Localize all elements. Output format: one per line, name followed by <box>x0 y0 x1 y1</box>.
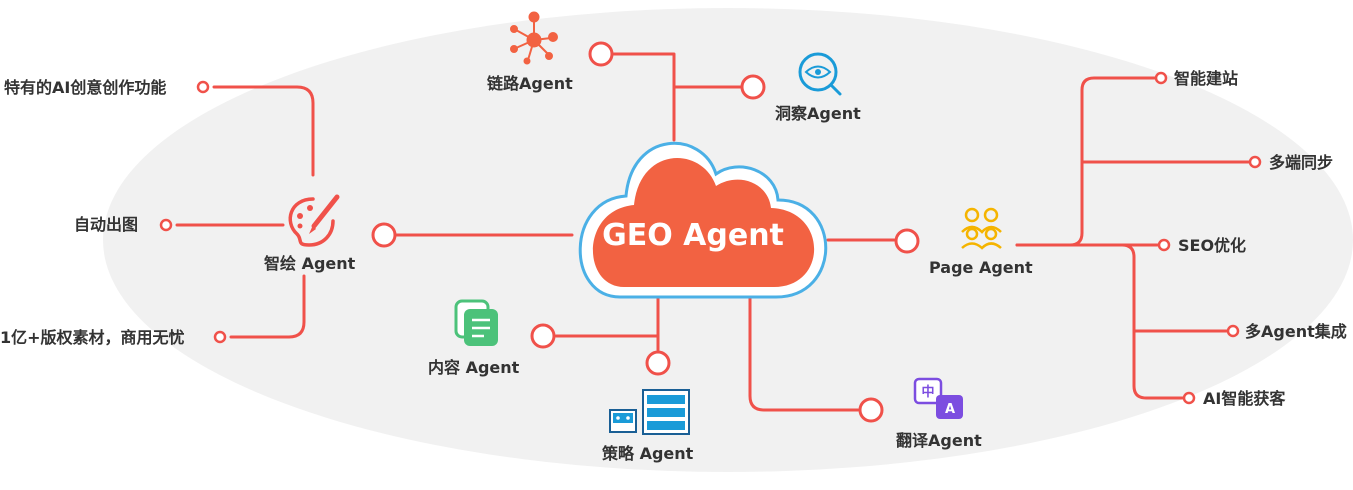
network-nodes-icon <box>510 11 558 65</box>
document-copy-icon <box>454 299 498 346</box>
agent-label-fanyi: 翻译Agent <box>896 431 982 450</box>
node-dot-zhihui-feature-2 <box>159 218 173 232</box>
connector-zhihui-feature-3 <box>229 274 306 339</box>
server-strategy-icon <box>609 389 690 435</box>
node-circle-lianlu <box>588 41 614 67</box>
cloud-icon <box>578 141 828 299</box>
agent-label-zhihui: 智绘 Agent <box>264 254 356 273</box>
node-circle-page <box>894 228 920 254</box>
page-feature-3: SEO优化 <box>1178 236 1247 255</box>
zhihui-feature-1: 特有的AI创意创作功能 <box>4 78 167 97</box>
node-dot-page-feature-5 <box>1182 391 1196 405</box>
connector-fanyi <box>748 294 860 412</box>
center-title: GEO Agent <box>602 218 784 253</box>
node-dot-page-feature-4 <box>1226 324 1240 338</box>
connector-lianlu <box>611 52 676 142</box>
eye-magnifier-icon <box>798 52 842 96</box>
page-feature-2: 多端同步 <box>1269 153 1334 172</box>
node-dot-page-feature-1 <box>1154 71 1168 85</box>
svg-text:中: 中 <box>921 384 934 400</box>
agent-label-lianlu: 链路Agent <box>487 74 573 93</box>
svg-text:A: A <box>945 402 955 417</box>
agent-label-neirong: 内容 Agent <box>428 358 520 377</box>
node-circle-celue <box>645 350 671 376</box>
node-dot-zhihui-feature-1 <box>196 80 210 94</box>
node-dot-page-feature-2 <box>1248 155 1262 169</box>
page-feature-1: 智能建站 <box>1174 69 1239 88</box>
zhihui-feature-2: 自动出图 <box>74 215 139 234</box>
palette-brush-icon <box>288 194 340 247</box>
node-circle-neirong <box>530 323 556 349</box>
user-group-icon <box>961 207 1002 250</box>
zhihui-feature-3: 1亿+版权素材，商用无忧 <box>0 328 185 347</box>
agent-label-page: Page Agent <box>929 258 1033 277</box>
connector-page-lower-trunk <box>1015 243 1185 400</box>
connector-zhihui-feature-1 <box>212 85 315 177</box>
node-dot-page-feature-3 <box>1157 238 1171 252</box>
translate-icon: 中 A <box>913 377 963 419</box>
page-feature-4: 多Agent集成 <box>1245 322 1347 341</box>
page-feature-5: AI智能获客 <box>1203 389 1286 408</box>
agent-label-dongcha: 洞察Agent <box>775 104 861 123</box>
node-circle-zhihui <box>371 222 397 248</box>
node-dot-zhihui-feature-3 <box>213 330 227 344</box>
node-circle-dongcha <box>740 74 766 100</box>
node-circle-fanyi <box>858 397 884 423</box>
agent-label-celue: 策略 Agent <box>602 444 694 463</box>
